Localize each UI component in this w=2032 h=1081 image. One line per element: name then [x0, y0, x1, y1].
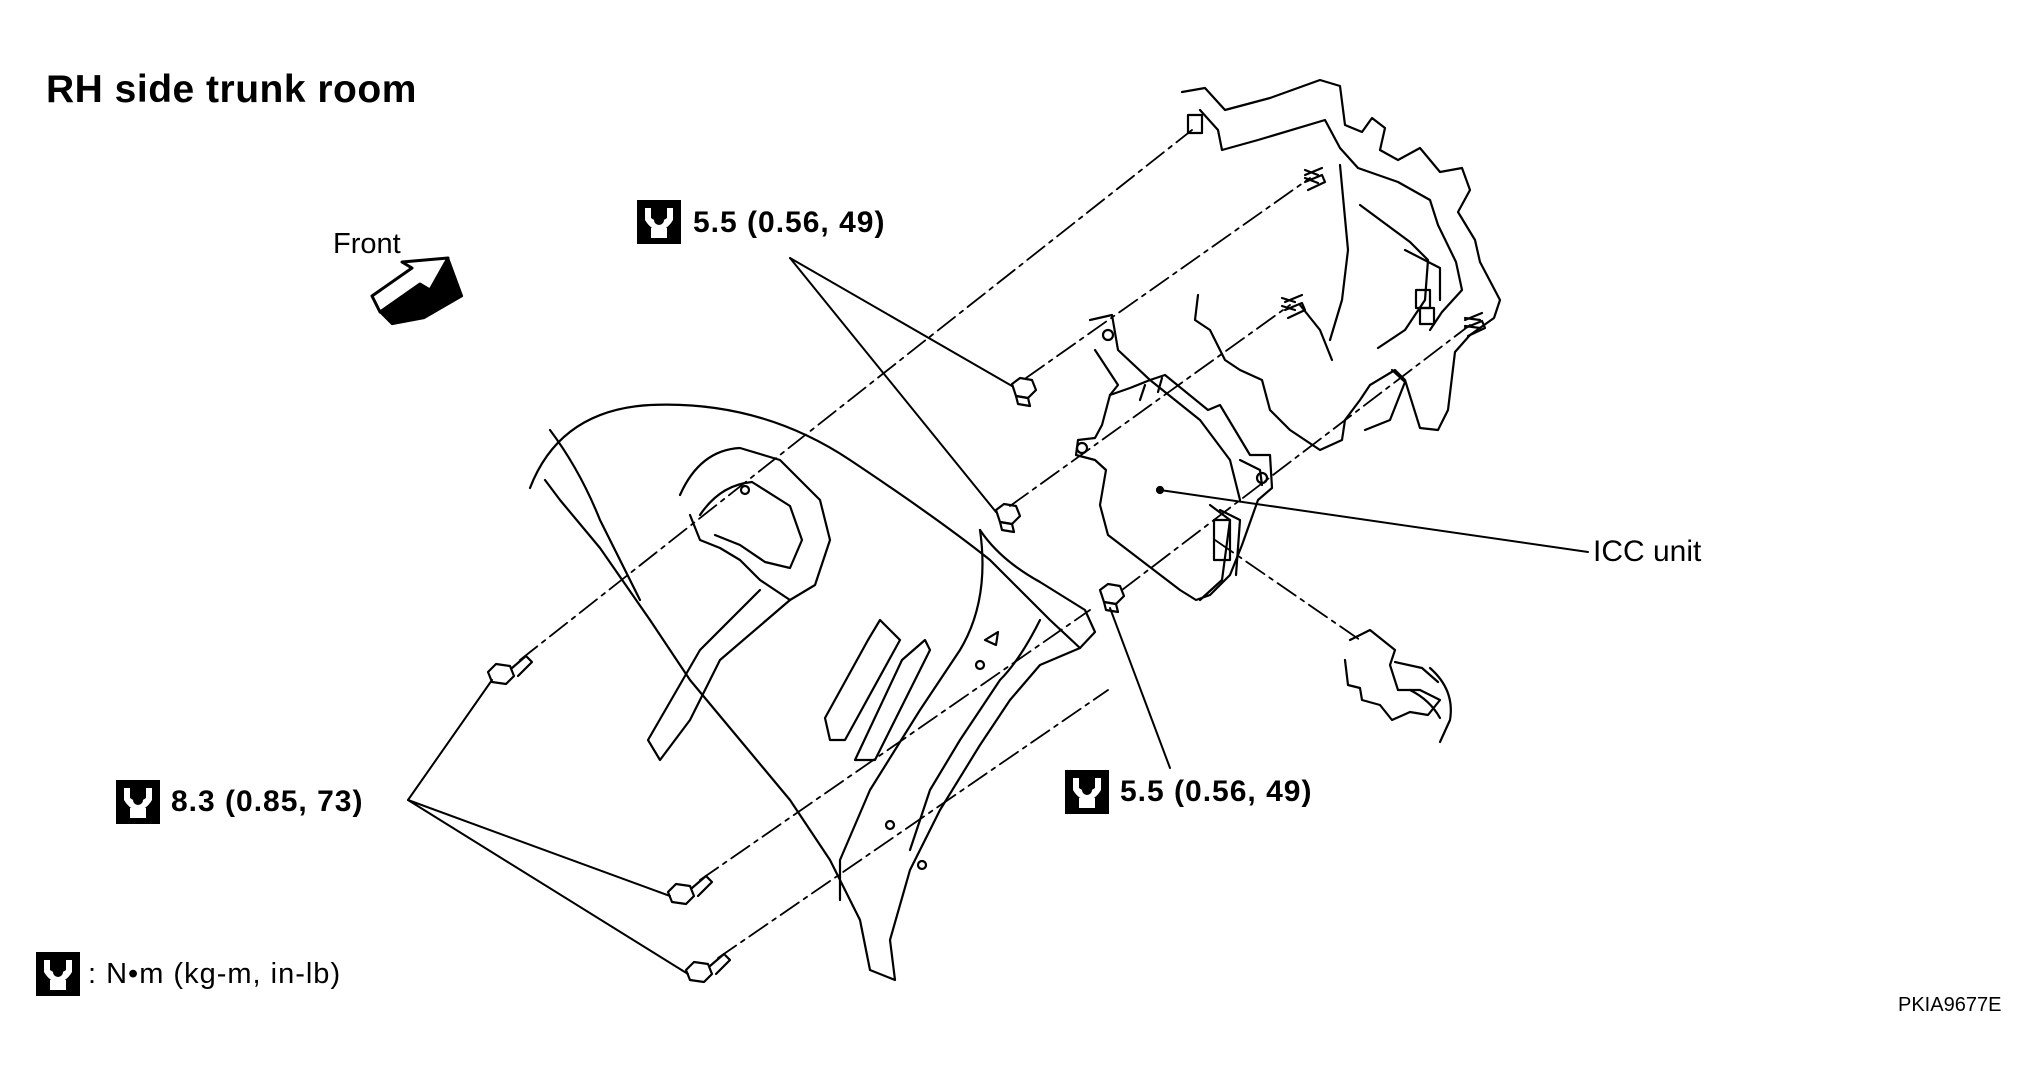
figure-code: PKIA9677E [1898, 994, 2002, 1016]
torque-wrench-icon [36, 952, 80, 996]
nut-middle [994, 502, 1022, 534]
mounting-bracket [1180, 78, 1502, 452]
torque-spec-bolts: 8.3 (0.85, 73) [171, 785, 364, 818]
torque-spec-upper-nuts: 5.5 (0.56, 49) [693, 206, 886, 239]
alignment-lines [519, 129, 1471, 959]
torque-unit-legend: : N•m (kg-m, in-lb) [88, 958, 342, 990]
harness-connector [1343, 628, 1452, 744]
nut-upper [1010, 376, 1038, 408]
bolt-lower [684, 952, 732, 984]
diagram-title: RH side trunk room [46, 68, 417, 111]
torque-spec-lower-nut: 5.5 (0.56, 49) [1120, 775, 1313, 808]
front-direction-label: Front [333, 228, 401, 260]
bolt-upper [486, 654, 534, 686]
trunk-side-panel [528, 403, 1097, 982]
front-arrow-icon [370, 256, 464, 326]
torque-wrench-icon [1065, 770, 1109, 814]
nut-lower [1098, 582, 1126, 614]
torque-wrench-icon [637, 200, 681, 244]
leader-lines [407, 257, 1589, 975]
bracket-studs [1283, 166, 1487, 338]
torque-wrench-icon [116, 780, 160, 824]
bolt-middle [666, 874, 714, 906]
icc-unit-label: ICC unit [1593, 535, 1702, 568]
icc-unit-module [1074, 313, 1274, 602]
